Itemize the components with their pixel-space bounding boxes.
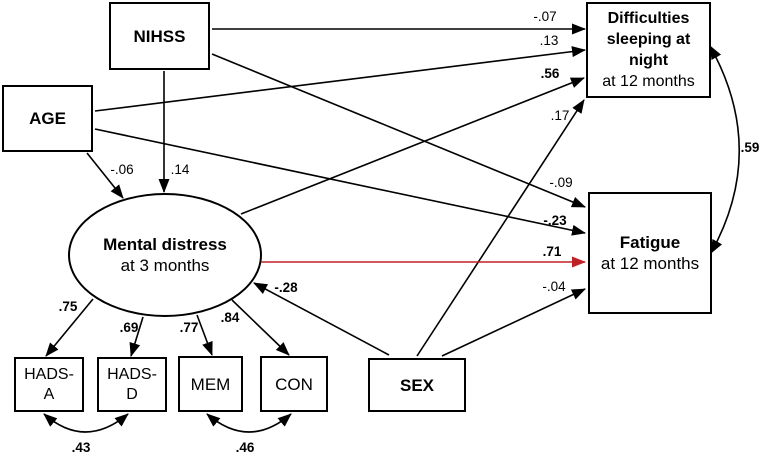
arrow-nihss-to-fatigue <box>211 53 586 208</box>
arrow-sex-to-fatigue <box>441 288 586 357</box>
node-fatigue-subtitle: at 12 months <box>600 254 700 273</box>
arrow-sex-to-sleep <box>416 99 585 357</box>
node-con: CON <box>260 356 328 412</box>
coefficient-distress-mem: .77 <box>179 320 199 335</box>
node-hads-a-label-line2: A <box>43 385 55 403</box>
coefficient-cov-sleep-fatigue: .59 <box>740 140 760 155</box>
node-nihss: NIHSS <box>109 2 210 70</box>
node-age: AGE <box>2 85 93 152</box>
coefficient-age-fatigue: -.23 <box>543 213 567 228</box>
coefficient-age-sleep: .13 <box>539 33 559 48</box>
covariance-arc-hads-a-hads-d <box>43 413 129 433</box>
node-mental-distress-subtitle: at 3 months <box>120 256 210 275</box>
node-hads-d-label-line2: D <box>126 385 138 403</box>
coefficient-sex-distress: -.28 <box>274 280 298 295</box>
coefficient-distress-fatigue: .71 <box>542 244 562 259</box>
node-age-label: AGE <box>29 109 66 128</box>
coefficient-distress-con: .84 <box>220 310 240 325</box>
covariance-arc-sleep-fatigue <box>709 45 741 254</box>
node-hads-a-label-line1: HADS- <box>24 365 74 383</box>
coefficient-sex-sleep: .17 <box>550 108 570 123</box>
node-sex-label: SEX <box>399 375 435 395</box>
coefficient-nihss-sleep: -.07 <box>533 9 557 24</box>
coefficient-sex-fatigue: -.04 <box>542 279 566 294</box>
coefficient-cov-hads-a-hads-d: .43 <box>71 440 91 455</box>
node-mem-label: MEM <box>190 374 231 394</box>
arrow-distress-to-mem <box>196 314 213 356</box>
arrow-distress-to-con <box>231 299 290 356</box>
node-fatigue: Fatigue at 12 months <box>588 192 712 314</box>
node-difficulties-sleeping-title: Difficulties sleeping at night <box>606 10 691 69</box>
covariance-arc-mem-con <box>206 413 292 433</box>
node-con-label: CON <box>275 374 313 394</box>
node-difficulties-sleeping: Difficulties sleeping at night at 12 mon… <box>586 2 711 98</box>
coefficient-cov-mem-con: .46 <box>235 440 255 455</box>
node-mental-distress-title: Mental distress <box>103 235 227 254</box>
coefficient-age-distress: -.06 <box>110 162 134 177</box>
coefficient-distress-sleep: .56 <box>540 66 560 81</box>
node-fatigue-title: Fatigue <box>619 233 681 252</box>
coefficient-nihss-distress: .14 <box>170 162 190 177</box>
node-hads-d: HADS- D <box>97 357 167 412</box>
node-hads-d-label-line1: HADS- <box>107 365 157 383</box>
coefficient-distress-hads-a: .75 <box>58 299 78 314</box>
node-mental-distress: Mental distress at 3 months <box>68 193 262 317</box>
coefficient-distress-hads-d: .69 <box>119 320 139 335</box>
node-hads-a: HADS- A <box>14 357 84 412</box>
node-mem: MEM <box>178 356 243 412</box>
node-difficulties-sleeping-subtitle: at 12 months <box>602 73 695 90</box>
coefficient-nihss-fatigue: -.09 <box>549 175 573 190</box>
node-sex: SEX <box>368 358 466 412</box>
node-nihss-label: NIHSS <box>133 26 186 46</box>
arrow-distress-to-sleep <box>240 77 585 215</box>
